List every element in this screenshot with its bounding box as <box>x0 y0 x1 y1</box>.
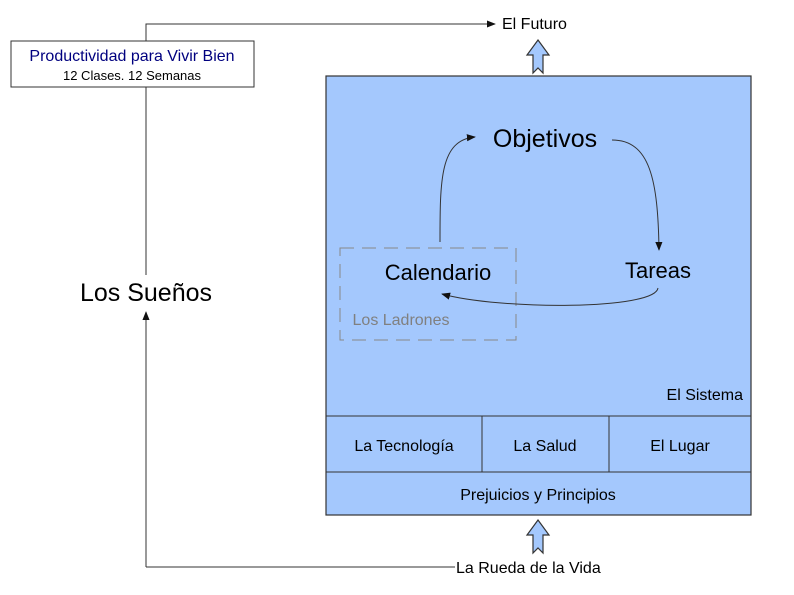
title-box: Productividad para Vivir Bien 12 Clases.… <box>10 40 255 88</box>
tasks-label: Tareas <box>625 258 691 283</box>
title-box-title: Productividad para Vivir Bien <box>29 48 234 65</box>
system-label: El Sistema <box>667 387 744 404</box>
title-box-subtitle: 12 Clases. 12 Semanas <box>63 68 202 83</box>
dreams-to-future-arrow <box>145 20 496 275</box>
thieves-label: Los Ladrones <box>353 312 450 329</box>
thieves-box <box>339 247 517 341</box>
foundation-label: Prejuicios y Principios <box>460 487 616 504</box>
up-block-arrow-icon <box>525 38 551 75</box>
objectives-label: Objetivos <box>493 125 597 153</box>
dreams-label: Los Sueños <box>80 279 212 307</box>
pillar-place: El Lugar <box>650 438 710 455</box>
calendar-to-objectives-arrow <box>439 134 476 243</box>
wheel-label: La Rueda de la Vida <box>456 560 601 577</box>
pillar-technology: La Tecnología <box>354 438 453 455</box>
system-box: El Sistema La Tecnología La Salud El Lug… <box>325 75 752 516</box>
up-block-arrow-icon <box>525 518 551 555</box>
tasks-to-calendar-arrow <box>441 287 659 306</box>
future-label: El Futuro <box>502 16 567 33</box>
calendar-label: Calendario <box>385 260 491 285</box>
objectives-to-tasks-arrow <box>611 139 663 251</box>
pillar-health: La Salud <box>513 438 576 455</box>
